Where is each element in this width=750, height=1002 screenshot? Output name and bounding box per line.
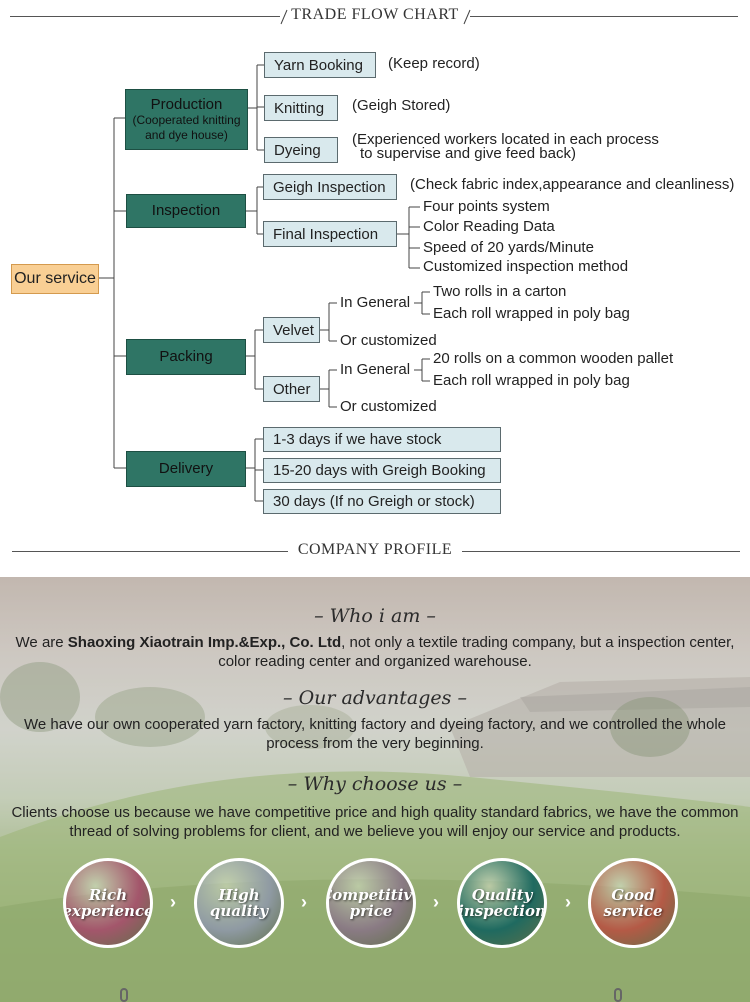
flow-connectors xyxy=(98,9,471,502)
advantages-text: We have our own cooperated yarn factory,… xyxy=(23,716,727,752)
inspection-label: Inspection xyxy=(151,202,221,219)
feature-line2: quality xyxy=(209,902,269,920)
who-text-post: , not only a textile trading company, bu… xyxy=(218,634,735,670)
profile-rule-left xyxy=(12,551,288,552)
why-heading: – Why choose us – xyxy=(287,773,463,795)
final-detail-3: Customized inspection method xyxy=(423,258,629,275)
feature-line1: Rich xyxy=(88,886,128,904)
company-name: Shaoxing Xiaotrain Imp.&Exp., Co. Ltd xyxy=(67,634,342,651)
velvet-or-customized: Or customized xyxy=(340,332,437,349)
trade-flow-header: TRADE FLOW CHART xyxy=(0,5,750,29)
delivery-item-2: 30 days (If no Greigh or stock) xyxy=(263,489,501,514)
sub-velvet: Velvet xyxy=(263,317,320,343)
delivery-item-0: 1-3 days if we have stock xyxy=(263,427,501,452)
velvet-label: Velvet xyxy=(273,321,314,339)
velvet-general-item-0: Two rolls in a carton xyxy=(433,283,567,300)
chevron-right-icon: › xyxy=(433,892,439,912)
feature-line1: Competitive xyxy=(326,886,413,904)
category-delivery: Delivery xyxy=(126,451,246,487)
feature-line1: Good xyxy=(611,886,655,904)
chevron-right-icon: › xyxy=(565,892,571,912)
feature-line2: inspection xyxy=(458,902,546,920)
company-profile-section: – Who i am – We are Shaoxing Xiaotrain I… xyxy=(0,577,750,1002)
feature-line2: price xyxy=(349,902,393,920)
hanger-hook-icon xyxy=(614,988,622,1002)
hanger-hook-icon xyxy=(120,988,128,1002)
geigh-inspection-label: Geigh Inspection xyxy=(273,178,386,196)
other-in-general: In General xyxy=(340,361,411,378)
final-inspection-label: Final Inspection xyxy=(273,225,379,243)
profile-rule-right xyxy=(462,551,740,552)
note-dyeing-line1: (Experienced workers located in each pro… xyxy=(352,131,659,148)
delivery-label: Delivery xyxy=(158,460,214,477)
trade-flow-title: TRADE FLOW CHART xyxy=(291,6,459,23)
velvet-in-general: In General xyxy=(340,294,411,311)
company-profile-title: COMPANY PROFILE xyxy=(297,541,453,558)
note-keep-record: (Keep record) xyxy=(388,55,480,72)
final-detail-2: Speed of 20 yards/Minute xyxy=(423,239,594,256)
sub-other: Other xyxy=(263,376,320,402)
dyeing-label: Dyeing xyxy=(274,141,321,159)
feature-line1: High xyxy=(218,886,260,904)
feature-line2: service xyxy=(603,902,663,920)
other-label: Other xyxy=(273,380,311,398)
packing-label: Packing xyxy=(159,348,213,365)
knitting-label: Knitting xyxy=(274,99,325,117)
delivery-item-1: 15-20 days with Greigh Booking xyxy=(263,458,501,483)
chevron-right-icon: › xyxy=(301,892,307,912)
header-rule-right xyxy=(470,16,738,17)
category-inspection: Inspection xyxy=(126,194,246,228)
note-geigh-stored: (Geigh Stored) xyxy=(352,97,451,114)
note-dyeing-line2: to supervise and give feed back) xyxy=(360,145,576,162)
sub-knitting: Knitting xyxy=(264,95,338,121)
who-text-pre: We are xyxy=(15,634,68,651)
who-heading: – Who i am – xyxy=(314,605,436,627)
feature-competitive-price: Competitiveprice xyxy=(326,858,416,948)
who-text: We are Shaoxing Xiaotrain Imp.&Exp., Co.… xyxy=(10,633,740,671)
root-label: Our service xyxy=(14,270,96,287)
sub-dyeing: Dyeing xyxy=(264,137,338,163)
final-detail-0: Four points system xyxy=(423,198,550,215)
sub-geigh-inspection: Geigh Inspection xyxy=(263,174,397,200)
note-check-fabric: (Check fabric index,appearance and clean… xyxy=(410,176,735,193)
company-profile-header: COMPANY PROFILE xyxy=(0,540,750,564)
feature-line2: experience xyxy=(63,902,153,920)
other-or-customized: Or customized xyxy=(340,398,437,415)
why-text: Clients choose us because we have compet… xyxy=(11,804,739,840)
delivery-item-1-label: 15-20 days with Greigh Booking xyxy=(273,462,486,479)
delivery-item-2-label: 30 days (If no Greigh or stock) xyxy=(273,493,475,510)
sub-final-inspection: Final Inspection xyxy=(263,221,397,247)
delivery-item-0-label: 1-3 days if we have stock xyxy=(273,431,442,448)
production-sub: (Cooperated knitting and dye house) xyxy=(132,112,241,142)
other-general-item-0: 20 rolls on a common wooden pallet xyxy=(433,350,674,367)
velvet-general-item-1: Each roll wrapped in poly bag xyxy=(433,305,630,322)
yarn-booking-label: Yarn Booking xyxy=(274,56,363,74)
feature-line1: Quality xyxy=(471,886,533,904)
header-rule-left xyxy=(10,16,280,17)
root-our-service: Our service xyxy=(11,264,99,294)
production-label: Production xyxy=(150,95,223,113)
other-general-item-1: Each roll wrapped in poly bag xyxy=(433,372,630,389)
sub-yarn-booking: Yarn Booking xyxy=(264,52,376,78)
category-production: Production (Cooperated knitting and dye … xyxy=(125,89,248,150)
feature-label: Competitiveprice xyxy=(326,886,413,920)
advantages-heading: – Our advantages – xyxy=(283,687,467,709)
chevron-right-icon: › xyxy=(170,892,176,912)
final-detail-1: Color Reading Data xyxy=(423,218,555,235)
category-packing: Packing xyxy=(126,339,246,375)
